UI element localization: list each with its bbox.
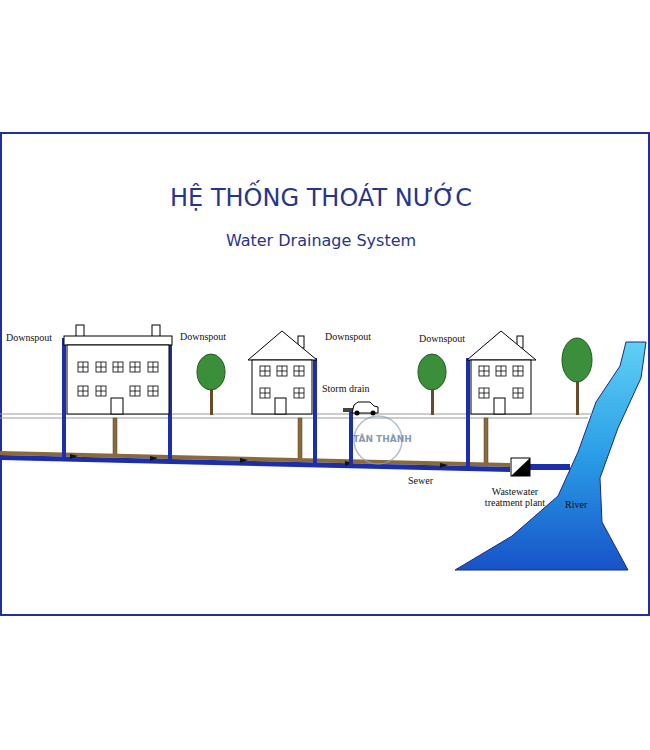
part-label: Downspout	[419, 333, 465, 344]
flow-arrows	[70, 454, 448, 468]
diagram-subtitle: Water Drainage System	[0, 231, 646, 250]
trees	[197, 338, 592, 415]
treatment-plant	[511, 458, 530, 476]
windows	[78, 362, 523, 398]
diagram-title: HỆ THỐNG THOÁT NƯỚC	[0, 184, 646, 212]
car	[352, 402, 378, 416]
ground	[0, 418, 588, 419]
outfall-pipe	[530, 464, 570, 470]
house	[467, 331, 536, 414]
storm-drain-pipe	[349, 410, 353, 465]
sewer-pipe	[0, 455, 510, 472]
part-label: Storm drain	[322, 383, 370, 394]
part-label: Downspout	[325, 331, 371, 342]
house	[64, 325, 172, 414]
house	[248, 331, 317, 414]
treatment-plant	[511, 458, 530, 476]
part-label: River	[565, 499, 587, 510]
river	[455, 342, 646, 570]
watermark: TÂN THÀNH	[353, 434, 412, 444]
part-label: Wastewater treatment plant	[484, 486, 546, 508]
part-label: Downspout	[180, 331, 226, 342]
part-label: Downspout	[6, 332, 52, 343]
part-label: Sewer	[408, 475, 433, 486]
